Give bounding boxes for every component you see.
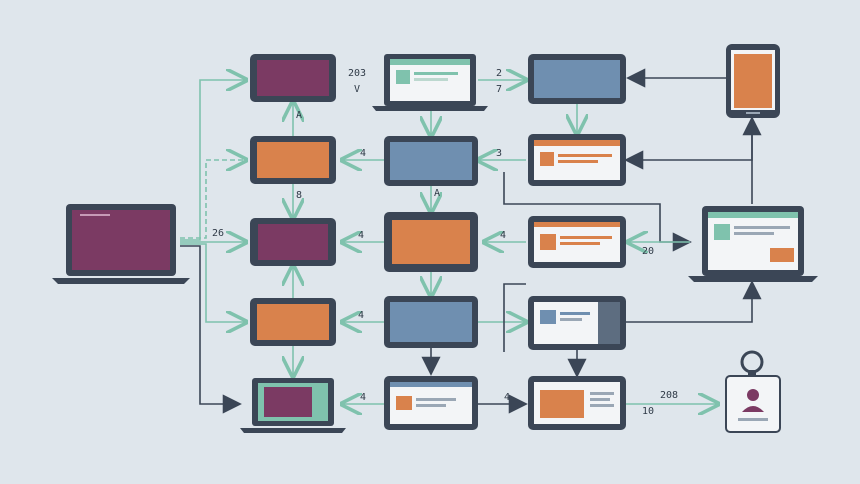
label-r1-right-bottom: 7 bbox=[496, 84, 502, 95]
connectors bbox=[180, 68, 762, 414]
label-r3-left: 26 bbox=[212, 228, 224, 239]
edge-monitor-to-c3r4 bbox=[626, 280, 762, 323]
monitor-c3-r2[interactable] bbox=[528, 134, 626, 186]
monitor-c3-r1[interactable] bbox=[528, 54, 626, 104]
monitor-c1-r2[interactable] bbox=[250, 136, 336, 184]
label-r5-c2: 4 bbox=[360, 392, 366, 403]
edge-laptop-to-r2 bbox=[180, 160, 246, 239]
label-r3-c3: 4 bbox=[500, 230, 506, 241]
edge-laptop-to-r1 bbox=[180, 80, 246, 241]
edge-c3r4-to-c3r5 bbox=[503, 283, 526, 352]
label-r1-top: 203 bbox=[348, 68, 366, 79]
monitor-c2-r3[interactable] bbox=[384, 212, 478, 272]
label-r5-c3: 4 bbox=[504, 392, 510, 403]
label-r2-c3: 3 bbox=[496, 148, 502, 159]
label-r5-right-bottom: 10 bbox=[642, 406, 654, 417]
label-r5-right-top: 208 bbox=[660, 390, 678, 401]
monitor-c2-r5[interactable] bbox=[384, 376, 478, 430]
label-r2-c3-down: A bbox=[434, 188, 440, 199]
label-r3-right: 20 bbox=[642, 246, 654, 257]
user-badge-icon bbox=[725, 350, 781, 433]
label-r1-c1-up: A bbox=[296, 110, 302, 121]
monitor-c3-r4[interactable] bbox=[528, 296, 626, 350]
label-r3-c2: 4 bbox=[358, 230, 364, 241]
monitor-c3-r5[interactable] bbox=[528, 376, 626, 430]
laptop-icon[interactable] bbox=[52, 204, 190, 284]
label-r2-down-c1: 8 bbox=[296, 190, 302, 201]
edge-laptop-to-r4 bbox=[180, 243, 246, 322]
monitor-c2-r2[interactable] bbox=[384, 136, 478, 186]
label-r2-c2: 4 bbox=[360, 148, 366, 159]
large-laptop-right[interactable] bbox=[688, 206, 818, 282]
laptop-c2-r1[interactable] bbox=[372, 54, 488, 111]
label-r1-right-top: 2 bbox=[496, 68, 502, 79]
laptop-c1-r5[interactable] bbox=[240, 378, 346, 433]
monitor-c1-r4[interactable] bbox=[250, 298, 336, 346]
monitor-c2-r4[interactable] bbox=[384, 296, 478, 348]
label-r1-bottom: V bbox=[354, 84, 360, 95]
tablet-c1-r3[interactable] bbox=[250, 218, 336, 266]
monitor-c3-r3[interactable] bbox=[528, 216, 626, 268]
edge-laptop-to-r5 bbox=[180, 245, 242, 414]
label-r4-c2: 4 bbox=[358, 310, 364, 321]
phone-icon[interactable] bbox=[726, 44, 780, 118]
edge-labels: 203 V 2 7 A 4 8 3 A 26 4 4 20 4 4 4 208 … bbox=[212, 68, 678, 417]
monitor-c1-r1[interactable] bbox=[250, 54, 336, 102]
edge-phone-down bbox=[624, 118, 753, 170]
